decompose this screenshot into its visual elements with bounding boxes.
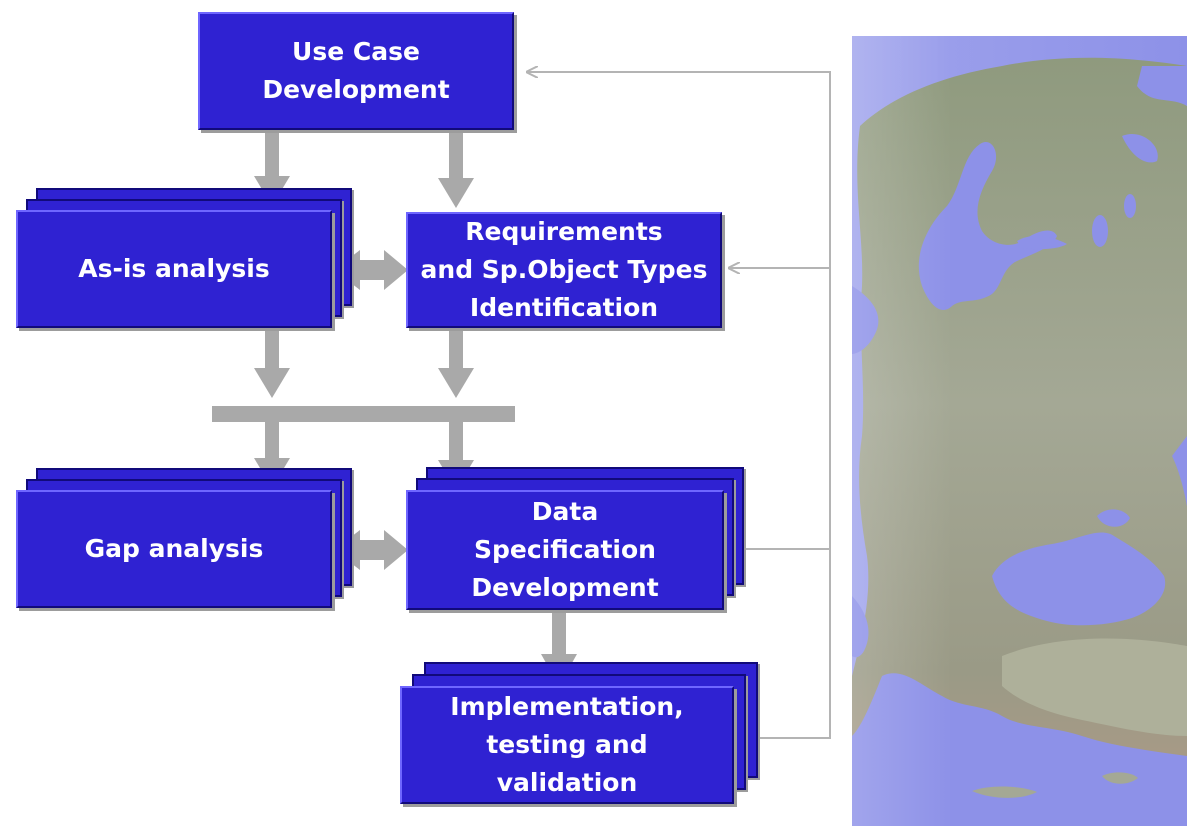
- node-data-specification-development: Data Specification Development: [406, 490, 724, 610]
- node-gap-analysis: Gap analysis: [16, 490, 332, 608]
- node-implementation-testing-validation: Implementation, testing and validation: [400, 686, 734, 804]
- node-requirements-identification: Requirements and Sp.Object Types Identif…: [406, 212, 722, 328]
- satellite-map-europe-icon: [852, 36, 1187, 826]
- feedback-line: [528, 72, 831, 739]
- map-landmass: [852, 36, 1187, 826]
- node-use-case-development: Use Case Development: [198, 12, 514, 130]
- node-as-is-analysis: As-is analysis: [16, 210, 332, 328]
